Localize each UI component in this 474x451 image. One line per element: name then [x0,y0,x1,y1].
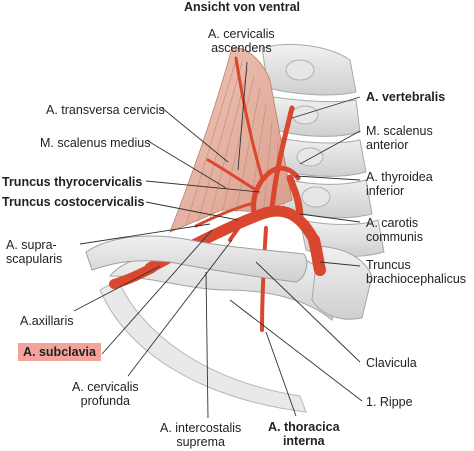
label-rippe: 1. Rippe [366,395,413,409]
vertebral-processes [285,59,331,208]
label-thoracica-interna: A. thoracica interna [268,420,340,448]
label-thyroidea-inferior-line2: inferior [366,184,405,198]
label-scalenus-medius: M. scalenus medius [40,136,151,150]
label-truncus-brachiocephalicus-line2: brachiocephalicus [366,272,467,286]
costocervical-trunk [228,218,246,242]
brachiocephalic-trunk [308,234,326,276]
cervicalis-ascendens [234,56,264,180]
label-truncus-costocervicalis: Truncus costocervicalis [2,195,145,209]
label-truncus-thyrocervicalis: Truncus thyrocervicalis [2,175,143,189]
label-carotis-communis-line1: A. carotis [366,216,419,230]
label-scalenus-anterior: M. scalenus anterior [366,124,433,152]
label-intercostalis-suprema: A. intercostalis suprema [160,421,241,449]
label-thoracica-interna-line1: A. thoracica [268,420,340,434]
label-thyroidea-inferior: A. thyroidea inferior [366,170,433,198]
view-title: Ansicht von ventral [184,0,300,14]
transversa-cervicis [206,158,258,192]
label-axillaris: A.axillaris [20,314,74,328]
label-suprascapularis-line1: A. supra- [6,238,57,252]
label-subclavia: A. subclavia [18,343,101,361]
second-rib [99,279,307,413]
label-scalenus-anterior-line2: anterior [366,138,409,152]
suprascapularis [194,202,252,228]
vertebralis-artery [269,105,295,211]
carotis-communis [286,174,304,224]
label-truncus-brachiocephalicus-line1: Truncus [366,258,411,272]
label-transversa-cervicis: A. transversa cervicis [46,103,165,117]
thyrocervical-trunk [251,165,301,215]
label-intercostalis-suprema-line2: suprema [176,435,225,449]
label-cervicalis-ascendens-line2: ascendens [211,41,272,55]
axillaris-artery [109,263,157,289]
label-cervicalis-profunda-line1: A. cervicalis [72,380,139,394]
label-scalenus-anterior-line1: M. scalenus [366,124,433,138]
label-suprascapularis: A. supra- scapularis [6,238,62,266]
label-cervicalis-profunda: A. cervicalis profunda [72,380,139,408]
clavicle [85,235,308,283]
label-thoracica-interna-line2: interna [282,434,325,448]
manubrium [311,245,373,320]
label-cervicalis-ascendens: A. cervicalis ascendens [208,27,275,55]
label-thyroidea-inferior-line1: A. thyroidea [366,170,433,184]
label-clavicula: Clavicula [366,356,417,370]
label-carotis-communis: A. carotis communis [366,216,423,244]
muscle-fibres [185,59,279,227]
label-vertebralis: A. vertebralis [366,90,446,104]
thoracica-interna [260,226,268,332]
label-cervicalis-ascendens-line1: A. cervicalis [208,27,275,41]
label-suprascapularis-line2: scapularis [6,252,63,266]
label-carotis-communis-line2: communis [366,230,423,244]
label-truncus-brachiocephalicus: Truncus brachiocephalicus [366,258,466,286]
label-cervicalis-profunda-line2: profunda [80,394,131,408]
leader-lines [73,61,363,419]
label-intercostalis-suprema-line1: A. intercostalis [160,421,242,435]
